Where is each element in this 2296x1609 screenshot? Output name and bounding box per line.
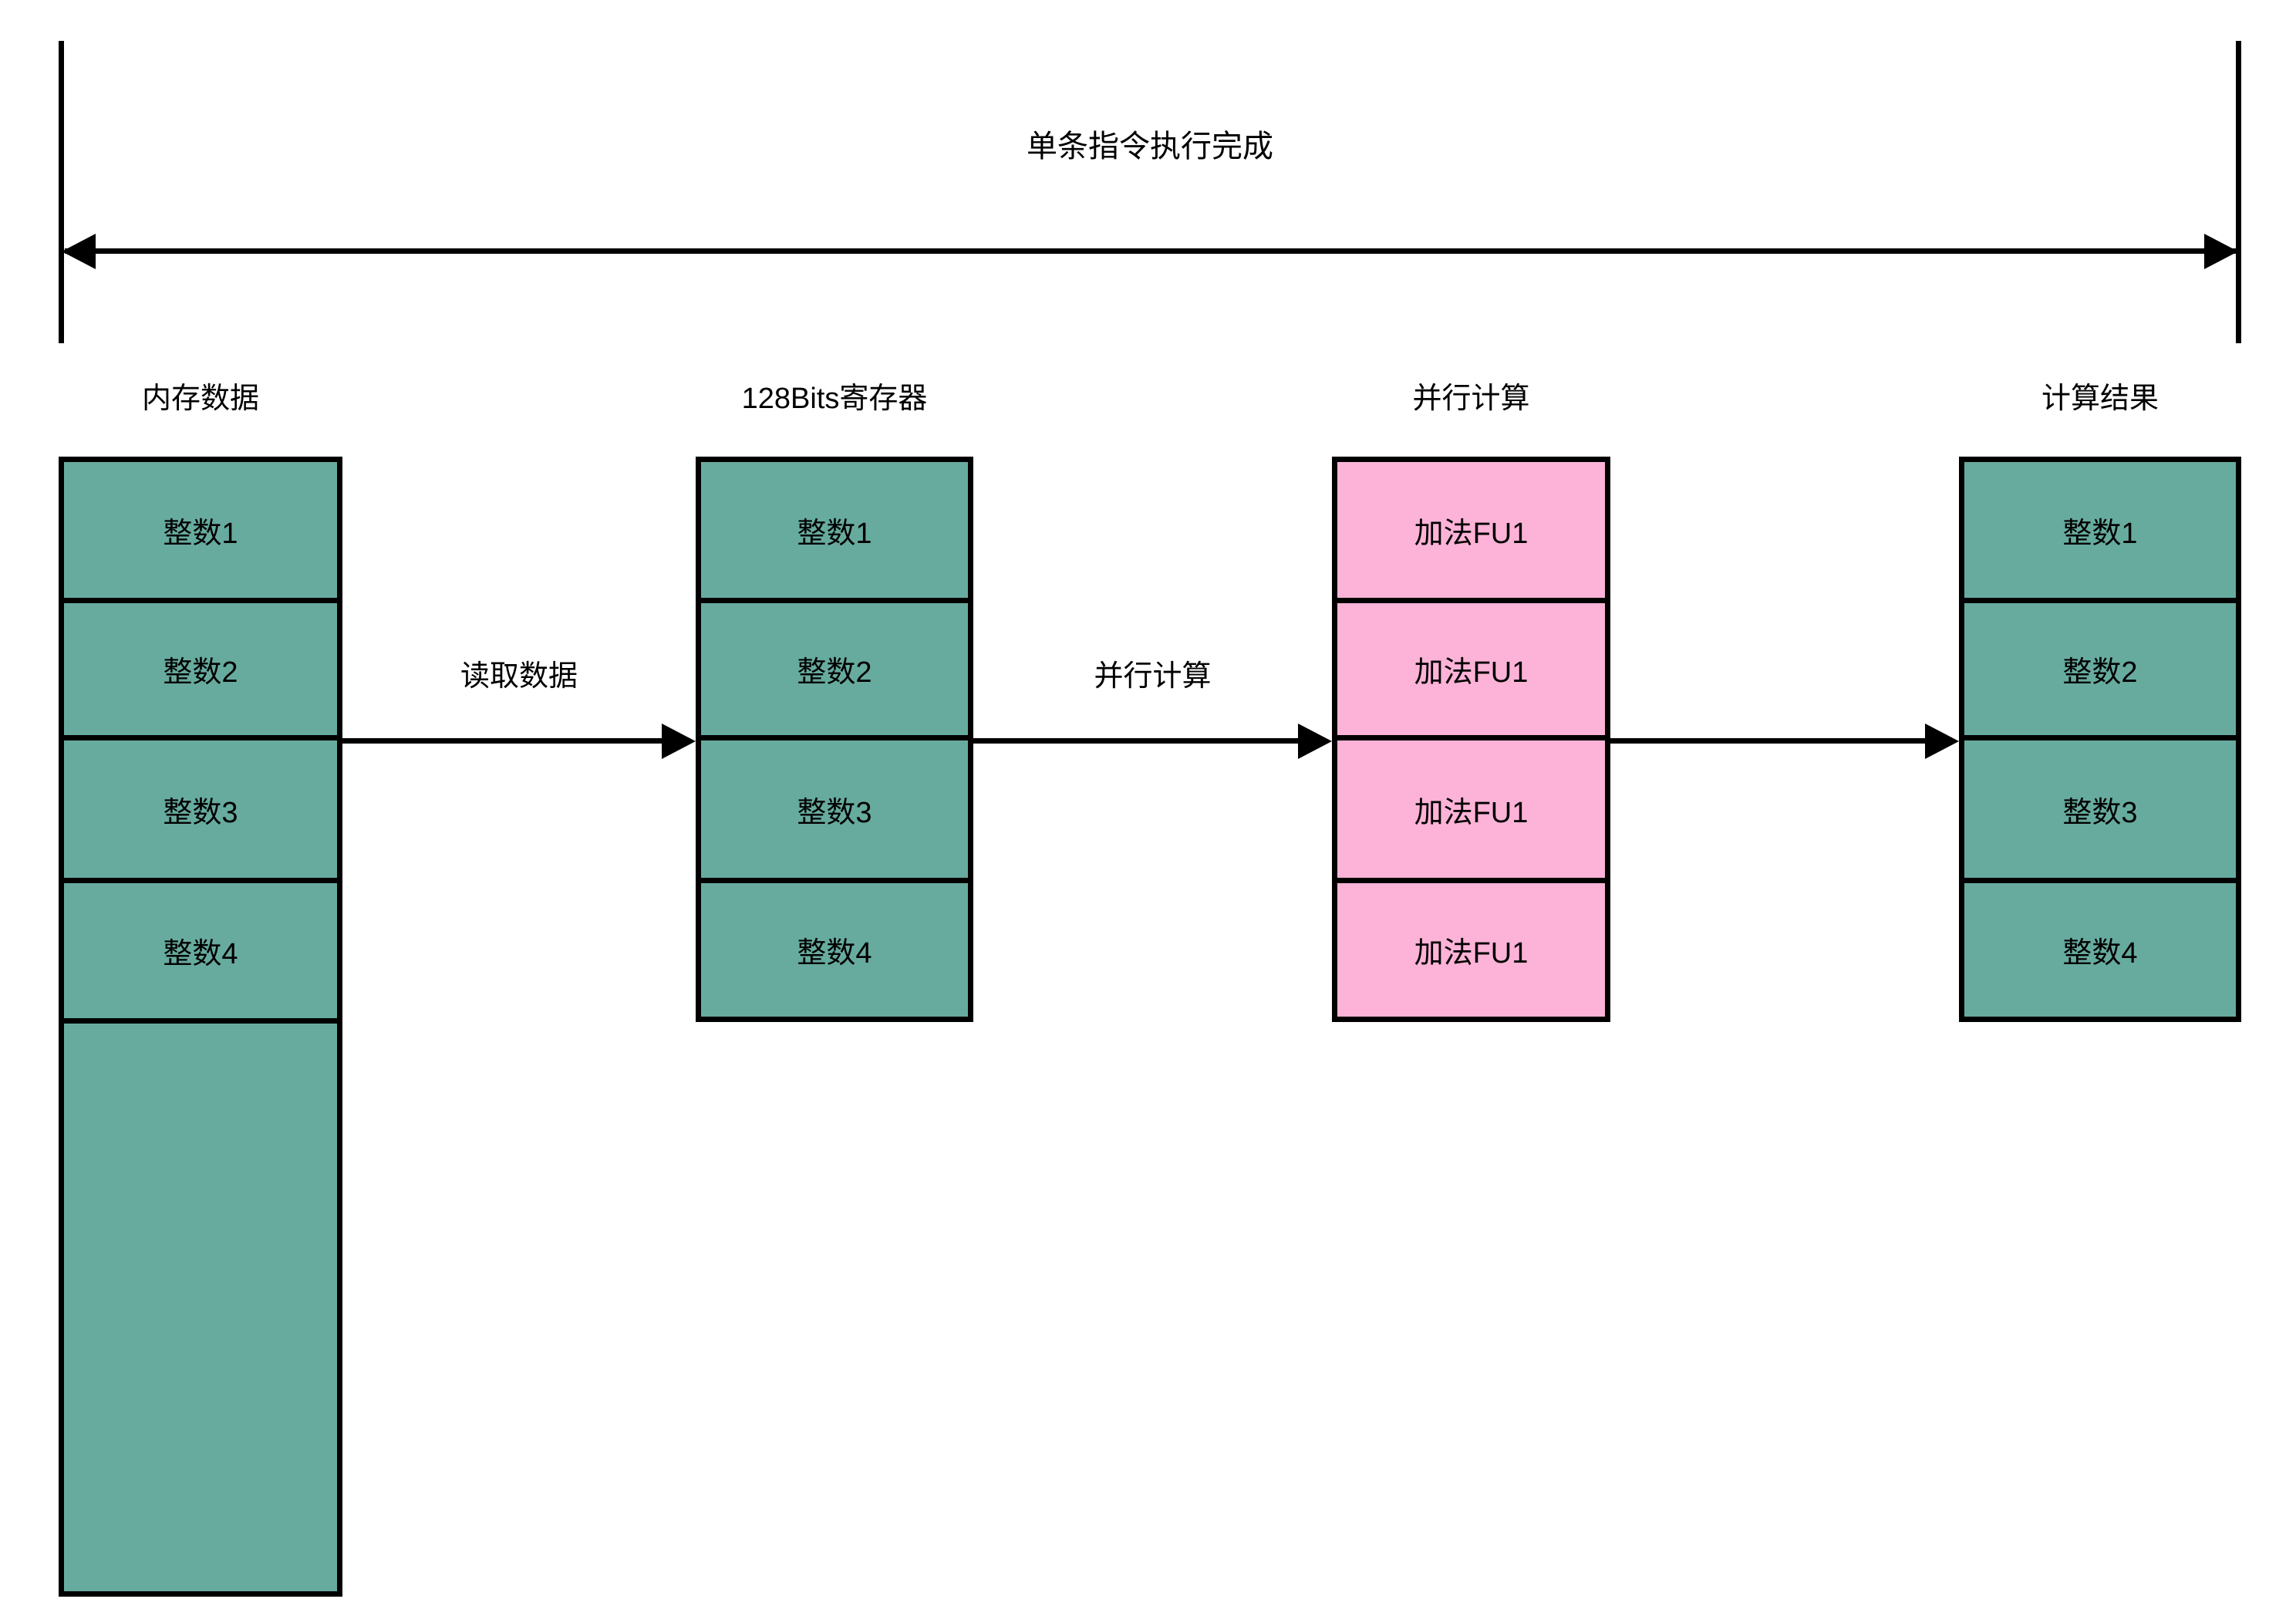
- cell-memory-unused[interactable]: [64, 1024, 337, 1591]
- cell-register-1[interactable]: 整数1: [701, 462, 968, 603]
- cell-memory-2[interactable]: 整数2: [64, 603, 337, 740]
- flow-label-parallel-compute: 并行计算: [1094, 660, 1212, 693]
- stack-result: 整数1 整数2 整数3 整数4: [1959, 457, 2241, 1022]
- column-header-result: 计算结果: [2041, 383, 2159, 415]
- column-header-parallel-compute: 并行计算: [1412, 383, 1530, 415]
- span-arrowhead-left-icon: [62, 234, 96, 269]
- flow-line-writeback: [1610, 738, 1928, 744]
- cell-fu-4[interactable]: 加法FU1: [1337, 883, 1605, 1017]
- span-title: 单条指令执行完成: [1027, 130, 1273, 164]
- cell-register-3[interactable]: 整数3: [701, 740, 968, 883]
- column-header-register: 128Bits寄存器: [741, 383, 928, 415]
- flow-line-read-data: [342, 738, 666, 744]
- stack-parallel-compute: 加法FU1 加法FU1 加法FU1 加法FU1: [1332, 457, 1610, 1022]
- cell-result-3[interactable]: 整数3: [1964, 740, 2236, 883]
- cell-memory-3[interactable]: 整数3: [64, 740, 337, 883]
- cell-fu-1[interactable]: 加法FU1: [1337, 462, 1605, 603]
- cell-register-2[interactable]: 整数2: [701, 603, 968, 740]
- cell-result-1[interactable]: 整数1: [1964, 462, 2236, 603]
- span-bar-left: [59, 41, 64, 343]
- stack-memory: 整数1 整数2 整数3 整数4: [59, 457, 342, 1597]
- span-bar-right: [2236, 41, 2241, 343]
- cell-fu-2[interactable]: 加法FU1: [1337, 603, 1605, 740]
- cell-register-4[interactable]: 整数4: [701, 883, 968, 1017]
- column-header-memory: 内存数据: [141, 383, 259, 415]
- flow-arrowhead-read-data-icon: [662, 724, 696, 759]
- cell-result-2[interactable]: 整数2: [1964, 603, 2236, 740]
- flow-label-read-data: 读取数据: [460, 660, 578, 693]
- cell-memory-1[interactable]: 整数1: [64, 462, 337, 603]
- span-arrow-line: [65, 248, 2237, 254]
- cell-fu-3[interactable]: 加法FU1: [1337, 740, 1605, 883]
- cell-result-4[interactable]: 整数4: [1964, 883, 2236, 1017]
- span-arrowhead-right-icon: [2204, 234, 2238, 269]
- cell-memory-4[interactable]: 整数4: [64, 883, 337, 1024]
- flow-arrowhead-parallel-compute-icon: [1298, 724, 1332, 759]
- flow-arrowhead-writeback-icon: [1925, 724, 1959, 759]
- stack-register: 整数1 整数2 整数3 整数4: [696, 457, 973, 1022]
- flow-line-parallel-compute: [973, 738, 1300, 744]
